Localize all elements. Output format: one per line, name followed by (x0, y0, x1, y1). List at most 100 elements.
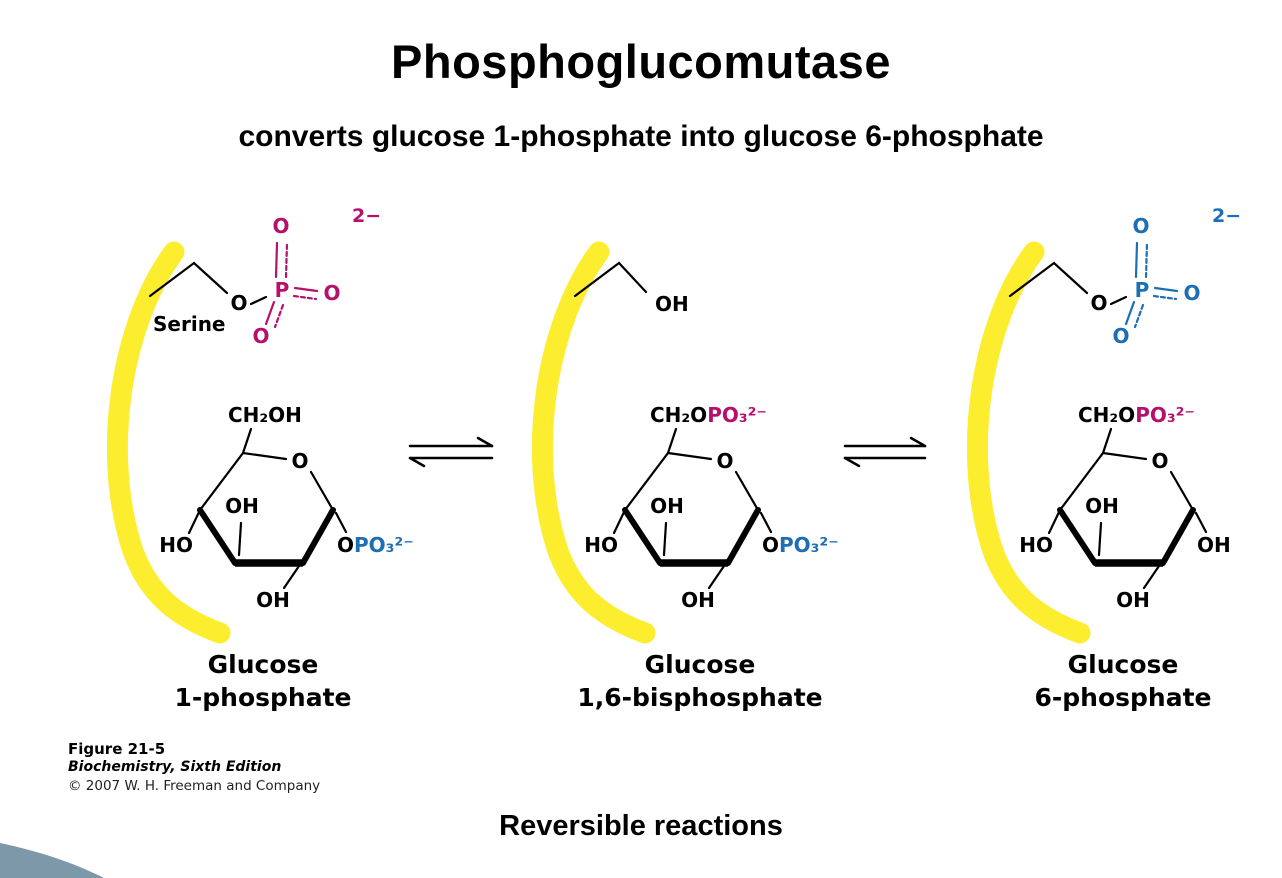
panel-glucose-1-phosphate: O P O O O 2− Serine (106, 205, 414, 644)
phosphate-o-right: O (1183, 281, 1200, 305)
o-p-bond (249, 295, 268, 306)
enzyme-crescent (106, 241, 231, 644)
c5-ch2-bond (241, 427, 253, 455)
harpoon-bottom-barb (843, 456, 861, 468)
ring-edge-bold (300, 507, 336, 566)
c1-po3-group: PO₃²⁻ (354, 533, 414, 557)
p-o-top-bond (274, 241, 279, 279)
c4-hydroxyl: HO (584, 533, 618, 557)
figure-source: Biochemistry, Sixth Edition (68, 759, 282, 775)
p-o-bottom-bond (1124, 300, 1136, 326)
c1-po3-group: PO₃²⁻ (779, 533, 839, 557)
phosphate-charge: 2− (352, 205, 381, 227)
molecule-name-line2: 1-phosphate (174, 683, 352, 712)
footer-note: Reversible reactions (499, 810, 783, 842)
phosphate-charge: 2− (1212, 205, 1241, 227)
c1-o: O (337, 533, 354, 557)
c6-ch2o: CH₂O (1078, 403, 1135, 427)
ring-edge (666, 451, 713, 461)
c3-oh-bond (1097, 521, 1103, 557)
ring-edge (1101, 451, 1148, 461)
c6-po3-group: PO₃²⁻ (1135, 403, 1195, 427)
c2-oh-bond (282, 564, 301, 590)
ring-edge (1058, 451, 1105, 512)
c6-po3-group: PO₃²⁻ (707, 403, 767, 427)
glucose-ring: O CH₂OPO₃²⁻ HO OH OH OPO₃²⁻ (584, 403, 839, 612)
glucose-ring: O CH₂OH HO OH OH OPO₃²⁻ (159, 403, 414, 612)
ring-edge (241, 451, 288, 461)
panel-glucose-16-bisphosphate: OH O CH₂OPO₃²⁻ HO OH OH OPO₃²⁻ (531, 241, 839, 644)
c1-phosphate-label: OPO₃²⁻ (337, 533, 414, 557)
ring-edge-bold (725, 507, 761, 566)
c2-oh-bond (707, 564, 726, 590)
phosphorus-atom: P (275, 278, 290, 302)
p-o-bottom-bond (264, 300, 276, 326)
p-o-top-bond-dashed (1144, 241, 1149, 279)
ring-edge (309, 470, 335, 512)
serine-backbone-bond (573, 261, 648, 298)
phosphorus-atom: P (1135, 278, 1150, 302)
phosphoserine-group: O P O O O 2− (1008, 205, 1241, 348)
harpoon-top-barb (909, 436, 927, 448)
c2-oh-bond (1142, 564, 1161, 590)
p-o-top-bond-dashed (284, 241, 289, 279)
phosphate-o-top: O (272, 214, 289, 238)
c6-substituent: CH₂OH (228, 403, 302, 427)
serine-ester-o-atom: O (230, 291, 247, 315)
c3-oh-bond (662, 521, 668, 557)
c4-ho-bond (1047, 508, 1062, 535)
page-title: Phosphoglucomutase (391, 35, 891, 88)
phosphoserine-group: O P O O O 2− Serine (148, 205, 381, 348)
ring-oxygen: O (291, 449, 308, 473)
ring-edge (198, 451, 245, 512)
p-o-bottom-bond-dashed (1133, 303, 1145, 329)
panel-glucose-6-phosphate: O P O O O 2− O (966, 205, 1241, 644)
ring-edge (1169, 470, 1195, 512)
ring-edge-bold (622, 507, 663, 566)
phosphate-o-bottom: O (252, 324, 269, 348)
c3-hydroxyl: OH (225, 494, 259, 518)
c6-phosphate-label: CH₂OPO₃²⁻ (1078, 403, 1195, 427)
ring-edge-bold (197, 507, 238, 566)
molecule-name-line1: Glucose (644, 650, 756, 679)
c1-oh-bond (1194, 511, 1208, 534)
c2-hydroxyl: OH (1116, 588, 1150, 612)
ring-edge-bold (1057, 507, 1098, 566)
p-o-right-bond-dashed (1152, 294, 1178, 301)
c1-phosphate-bond (759, 511, 773, 534)
molecule-caption-glucose-16-bisphosphate: Glucose 1,6-bisphosphate (545, 648, 855, 714)
equilibrium-arrow (843, 436, 927, 468)
p-o-right-bond (293, 286, 319, 293)
ring-oxygen: O (716, 449, 733, 473)
harpoon-bottom-barb (408, 456, 426, 468)
phosphate-o-right: O (323, 281, 340, 305)
p-o-top-bond (1134, 241, 1139, 279)
serine-backbone-bond (148, 261, 229, 298)
p-o-right-bond-dashed (292, 294, 318, 301)
c1-phosphate-label: OPO₃²⁻ (762, 533, 839, 557)
c4-ho-bond (612, 508, 627, 535)
c5-ch2-bond (1101, 427, 1113, 455)
enzyme-crescent (531, 241, 656, 644)
harpoon-top-barb (476, 436, 494, 448)
c4-hydroxyl: HO (159, 533, 193, 557)
molecule-caption-glucose-6-phosphate: Glucose 6-phosphate (1003, 648, 1243, 714)
serine-oh-group: OH (573, 261, 689, 316)
molecule-name-line2: 1,6-bisphosphate (577, 683, 823, 712)
ring-oxygen: O (1151, 449, 1168, 473)
glucose-ring: O CH₂OPO₃²⁻ HO OH OH OH (1019, 403, 1231, 612)
serine-hydroxyl: OH (655, 292, 689, 316)
molecule-name-line1: Glucose (1067, 650, 1179, 679)
equilibrium-arrow (408, 436, 494, 468)
c3-oh-bond (237, 521, 243, 557)
c1-phosphate-bond (334, 511, 348, 534)
c3-hydroxyl: OH (650, 494, 684, 518)
figure-caption: Figure 21-5 Biochemistry, Sixth Edition … (68, 740, 320, 795)
c6-phosphate-label: CH₂OPO₃²⁻ (650, 403, 767, 427)
c2-hydroxyl: OH (256, 588, 290, 612)
c1-o: O (762, 533, 779, 557)
enzyme-crescent (966, 241, 1091, 644)
figure-copyright: © 2007 W. H. Freeman and Company (68, 778, 321, 794)
c6-ch2o: CH₂O (650, 403, 707, 427)
